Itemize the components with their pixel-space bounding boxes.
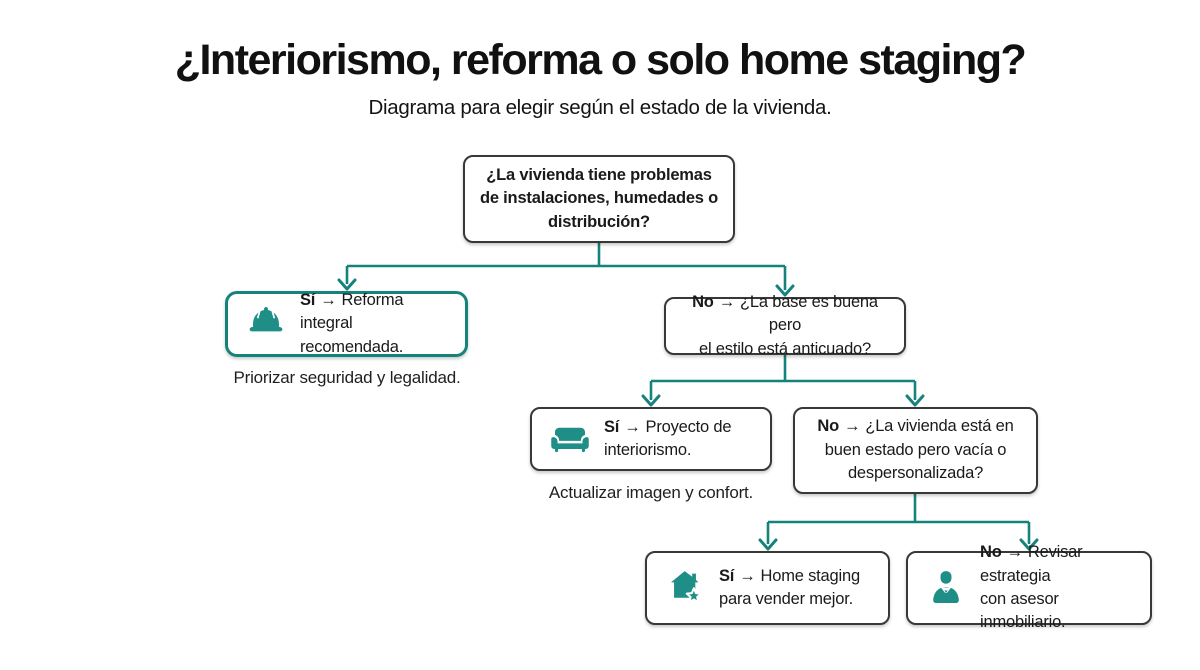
node-question-root-text: ¿La vivienda tiene problemas de instalac… (479, 165, 719, 231)
node-question-vivienda-vacia: No→¿La vivienda está en buen estado pero… (793, 407, 1038, 494)
node-answer-interiorismo: Sí→Proyecto de interiorismo. (530, 407, 772, 471)
node-answer-homestaging: Sí→Home staging para vender mejor. (645, 551, 890, 625)
house-star-icon (663, 568, 707, 608)
caption-reforma: Priorizar seguridad y legalidad. (233, 368, 461, 387)
node-answer-asesor-text: No→Revisar estrategia con asesor inmobil… (980, 543, 1083, 632)
node-question-base-buena: No→¿La base es buena pero el estilo está… (664, 293, 906, 358)
node-answer-reforma-text: Sí→Reforma integral recomendada. (300, 290, 404, 356)
couch-icon (548, 419, 592, 459)
node-answer-asesor: No→Revisar estrategia con asesor inmobil… (906, 543, 1152, 631)
node-question-vivienda-vacia-text: No→¿La vivienda está en buen estado pero… (817, 417, 1014, 483)
hard-hat-icon (244, 304, 288, 344)
arrow-glyph: → (624, 417, 641, 436)
person-icon (924, 568, 968, 608)
arrow-glyph: → (844, 417, 861, 436)
arrow-glyph: → (1006, 543, 1024, 562)
arrow-glyph: → (718, 292, 736, 311)
node-answer-reforma: Sí→Reforma integral recomendada. (225, 291, 468, 357)
node-answer-homestaging-text: Sí→Home staging para vender mejor. (719, 566, 860, 608)
caption-interiorismo: Actualizar imagen y confort. (548, 483, 754, 502)
page-subtitle: Diagrama para elegir según el estado de … (368, 96, 832, 119)
node-question-root: ¿La vivienda tiene problemas de instalac… (463, 155, 735, 243)
node-question-base-buena-text: No→¿La base es buena pero el estilo está… (692, 292, 878, 358)
arrow-glyph: → (320, 290, 337, 309)
arrow-glyph: → (739, 566, 756, 585)
node-answer-interiorismo-text: Sí→Proyecto de interiorismo. (604, 417, 732, 459)
page-title: ¿Interiorismo, reforma o solo home stagi… (174, 36, 1027, 84)
